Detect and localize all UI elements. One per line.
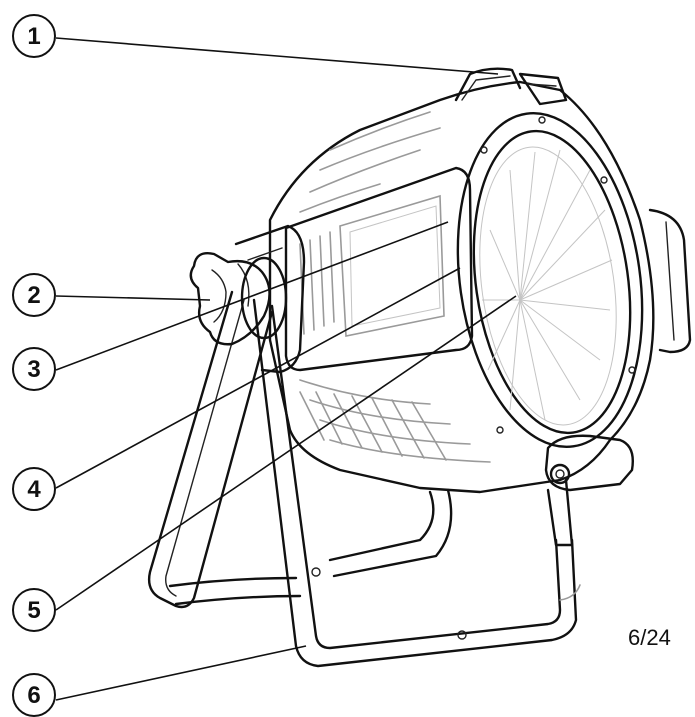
callout-6: 6 bbox=[12, 673, 56, 717]
callout-3: 3 bbox=[12, 347, 56, 391]
leader-4 bbox=[55, 267, 461, 489]
callout-4: 4 bbox=[12, 467, 56, 511]
leader-5 bbox=[55, 295, 517, 611]
page-number: 6/24 bbox=[628, 625, 671, 650]
leader-2 bbox=[55, 295, 211, 301]
reflector-lines bbox=[482, 149, 613, 421]
leader-1 bbox=[55, 37, 499, 75]
callout-1: 1 bbox=[12, 14, 56, 58]
mounting-bracket bbox=[147, 290, 581, 668]
tilt-knob bbox=[189, 252, 271, 346]
callout-3-label: 3 bbox=[27, 356, 40, 383]
lamp-housing bbox=[268, 67, 692, 494]
leader-6 bbox=[55, 645, 307, 701]
callout-6-label: 6 bbox=[27, 682, 40, 709]
callout-2: 2 bbox=[12, 273, 56, 317]
callout-2-label: 2 bbox=[27, 282, 40, 309]
callout-5: 5 bbox=[12, 588, 56, 632]
callout-4-label: 4 bbox=[27, 476, 41, 503]
front-lens bbox=[456, 111, 644, 492]
callout-leaders bbox=[55, 37, 517, 701]
callout-1-label: 1 bbox=[27, 23, 40, 50]
pivot-hub bbox=[234, 224, 306, 374]
leader-3 bbox=[55, 221, 449, 371]
callout-5-label: 5 bbox=[27, 597, 40, 624]
